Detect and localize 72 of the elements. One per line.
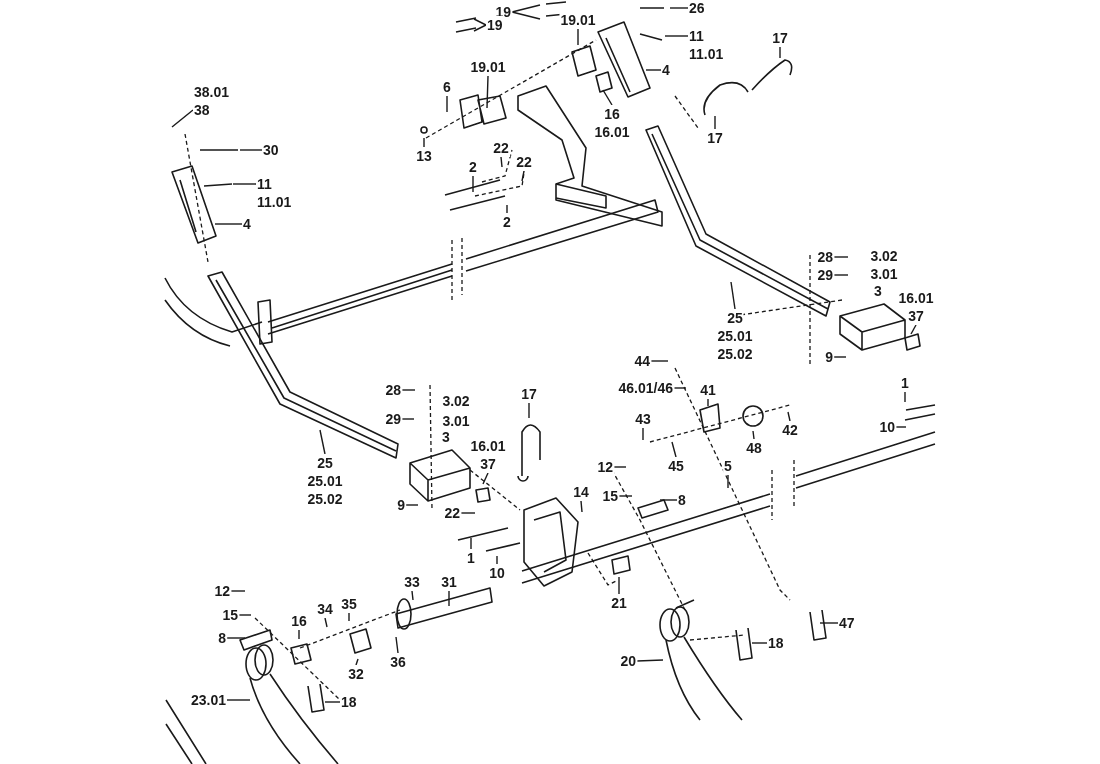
leader-line bbox=[659, 499, 678, 501]
leader-line bbox=[642, 427, 644, 441]
leader-line bbox=[819, 622, 839, 624]
leader-line bbox=[324, 617, 328, 628]
leader-line bbox=[730, 281, 736, 310]
leader-line bbox=[496, 555, 498, 565]
leader-line bbox=[230, 590, 246, 592]
callout-number: 3 bbox=[442, 428, 450, 446]
leader-line bbox=[401, 389, 416, 391]
leader-line bbox=[779, 46, 781, 59]
leader-line bbox=[298, 629, 300, 640]
leader-line bbox=[226, 699, 251, 701]
callout-number: 3 bbox=[874, 282, 882, 300]
leader-line bbox=[833, 274, 849, 276]
leader-line bbox=[673, 387, 687, 389]
leader-line bbox=[511, 11, 541, 20]
leader-line bbox=[500, 156, 503, 168]
leader-line bbox=[319, 429, 326, 455]
leader-line bbox=[727, 474, 729, 489]
leader-line bbox=[470, 537, 472, 550]
leader-line bbox=[226, 637, 246, 639]
leader-line bbox=[528, 402, 530, 419]
leader-line bbox=[448, 590, 450, 607]
leader-line bbox=[752, 430, 755, 440]
leader-line bbox=[833, 256, 849, 258]
leader-line bbox=[650, 360, 669, 362]
leader-line bbox=[910, 324, 917, 335]
callout-number: 3.02 bbox=[870, 247, 898, 265]
leader-line bbox=[714, 115, 716, 130]
leader-line bbox=[618, 495, 633, 497]
leader-line bbox=[664, 35, 689, 37]
leader-line bbox=[348, 612, 350, 622]
leader-line bbox=[618, 576, 620, 595]
leader-line bbox=[401, 418, 415, 420]
leader-line bbox=[521, 170, 525, 182]
leader-line bbox=[506, 204, 508, 214]
leader-line bbox=[171, 109, 194, 128]
leader-line bbox=[239, 149, 263, 151]
leader-line bbox=[214, 223, 243, 225]
leader-line bbox=[395, 636, 399, 654]
leader-line bbox=[511, 4, 541, 13]
leader-line bbox=[423, 137, 425, 148]
leader-line bbox=[486, 75, 489, 109]
leader-line bbox=[473, 24, 487, 32]
leader-line bbox=[238, 614, 252, 616]
leader-line bbox=[787, 411, 791, 422]
leader-line bbox=[446, 95, 448, 113]
leader-line bbox=[602, 89, 613, 106]
leader-line bbox=[232, 183, 257, 185]
leader-line bbox=[577, 28, 579, 46]
leader-line bbox=[482, 472, 489, 485]
leader-line bbox=[636, 659, 664, 662]
leader-line bbox=[355, 658, 359, 666]
leader-line bbox=[833, 356, 847, 358]
leader-line bbox=[895, 426, 907, 428]
callout-number: 3.01 bbox=[870, 265, 898, 283]
leader-line bbox=[904, 391, 906, 403]
leader-line bbox=[669, 7, 689, 9]
callout-number: 3.01 bbox=[442, 412, 470, 430]
leader-line bbox=[580, 500, 583, 513]
leader-line bbox=[613, 466, 627, 468]
callout-number: 3.02 bbox=[442, 392, 470, 410]
leader-line bbox=[472, 175, 474, 193]
leader-line bbox=[473, 18, 487, 26]
leader-line bbox=[405, 504, 419, 506]
leader-line bbox=[671, 441, 677, 458]
leader-line bbox=[324, 701, 341, 703]
leader-line bbox=[707, 398, 709, 407]
leader-line bbox=[645, 69, 662, 71]
leader-line bbox=[411, 590, 414, 601]
leader-line bbox=[460, 512, 476, 514]
leader-line bbox=[751, 642, 768, 644]
